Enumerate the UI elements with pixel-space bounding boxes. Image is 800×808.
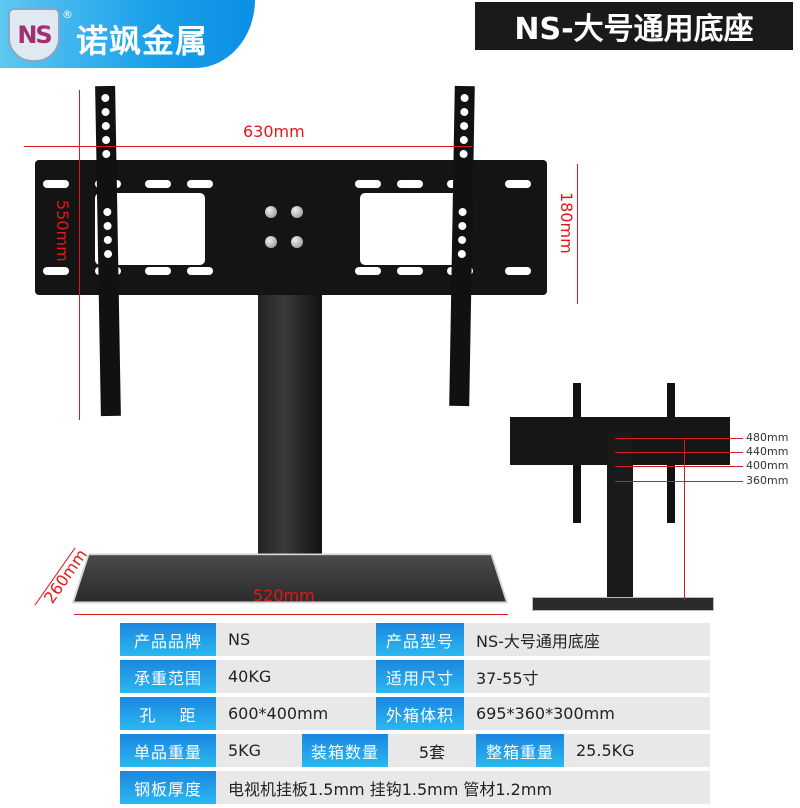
small-base [532,597,714,611]
spec-label: 产品品牌 [120,623,216,656]
spec-value: 电视机挂板1.5mm 挂钩1.5mm 管材1.2mm [216,771,710,804]
table-row: 承重范围 40KG 适用尺寸 37-55寸 [120,660,710,693]
height-option-360: 360mm [746,474,789,487]
product-title: NS-大号通用底座 [475,2,793,50]
brand-name: 诺飒金属 [76,22,209,60]
plate-height-label: 180mm [557,192,576,254]
spec-value: NS [216,623,376,656]
spec-value: 5KG [216,734,302,767]
spec-value: 25.5KG [564,734,710,767]
logo-mark: NS [17,21,52,49]
left-hanger-arm [95,85,121,417]
registered-mark: ® [62,8,73,21]
width-label: 630mm [243,122,305,141]
spec-value: 695*360*300mm [464,697,710,730]
base-width-label: 520mm [253,586,315,605]
height-option-400: 400mm [746,459,789,472]
table-row: 孔 距 600*400mm 外箱体积 695*360*300mm [120,697,710,730]
support-pole [258,295,322,575]
spec-label: 适用尺寸 [376,660,464,693]
spec-label: 孔 距 [120,697,216,730]
height-option-440: 440mm [746,445,789,458]
ns-logo-icon: NS [8,8,60,62]
spec-value: 5套 [388,734,476,767]
spec-value: NS-大号通用底座 [464,623,710,656]
height-dimension-line [79,90,80,420]
spec-label: 承重范围 [120,660,216,693]
spec-table: 产品品牌 NS 产品型号 NS-大号通用底座 承重范围 40KG 适用尺寸 37… [120,623,710,808]
spec-value: 600*400mm [216,697,376,730]
width-dimension-line [24,146,472,147]
spec-label: 钢板厚度 [120,771,216,804]
small-pole [607,432,633,604]
height-label: 550mm [53,200,72,262]
spec-value: 40KG [216,660,376,693]
base-width-line [74,614,508,615]
spec-label: 产品型号 [376,623,464,656]
plate-height-line [577,164,578,304]
height-option-480: 480mm [746,431,789,444]
table-row: 产品品牌 NS 产品型号 NS-大号通用底座 [120,623,710,656]
spec-label: 单品重量 [120,734,216,767]
spec-label: 装箱数量 [302,734,388,767]
right-hanger-arm [449,85,475,407]
table-row: 钢板厚度 电视机挂板1.5mm 挂钩1.5mm 管材1.2mm [120,771,710,804]
spec-value: 37-55寸 [464,660,710,693]
table-row: 单品重量 5KG 装箱数量 5套 整箱重量 25.5KG [120,734,710,767]
spec-label: 整箱重量 [476,734,564,767]
spec-label: 外箱体积 [376,697,464,730]
